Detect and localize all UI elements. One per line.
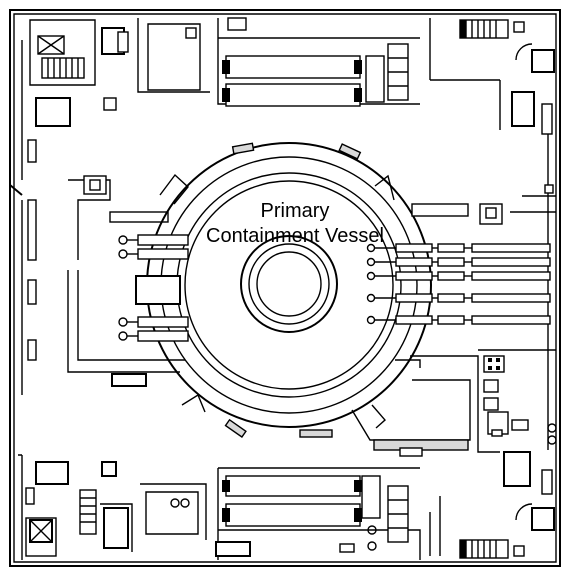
pipe-run-right	[366, 243, 551, 253]
lower-right-rooms	[351, 349, 557, 495]
pipe-run-left	[118, 248, 189, 260]
pipe-run-right	[366, 315, 551, 325]
outer-walls	[9, 9, 561, 567]
left-rooms	[27, 175, 185, 387]
bottom-rooms	[18, 454, 555, 560]
pipe-run-left	[118, 316, 189, 328]
pipe-run-right	[366, 257, 551, 267]
pipe-run-right	[366, 293, 551, 303]
pipe-run-right	[366, 271, 551, 281]
top-rooms	[27, 17, 555, 163]
pipe-lines-right	[411, 184, 556, 225]
left-pump-box	[135, 275, 181, 305]
pipe-run-left	[118, 330, 189, 342]
vessel-label-line-2: Containment Vessel	[206, 225, 384, 247]
vessel-label-line-1: Primary	[261, 200, 330, 222]
primary-containment-vessel	[146, 142, 432, 438]
pipes-right	[366, 243, 551, 325]
pipes-left	[118, 234, 189, 342]
pipe-run-left	[118, 234, 189, 246]
